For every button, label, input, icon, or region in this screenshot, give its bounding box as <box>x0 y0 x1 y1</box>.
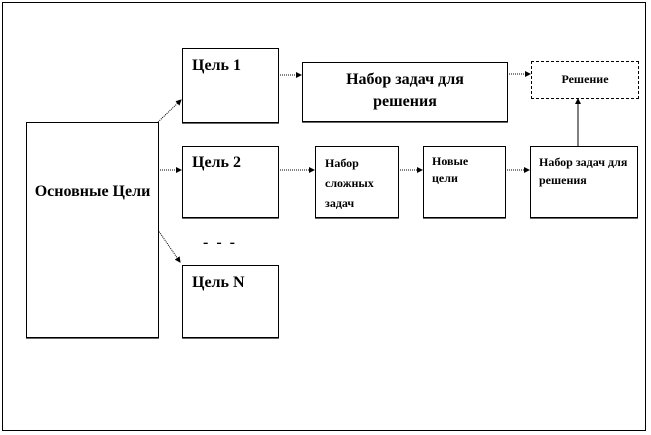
goal-n-label: Цель N <box>192 274 245 291</box>
tasks-label-row1: Набор задач для решения <box>346 71 464 110</box>
tasks-box-row1: Набор задач для решения <box>302 62 508 122</box>
main-goals-box: Основные Цели <box>26 122 159 338</box>
ellipsis: - - - <box>203 234 235 251</box>
new-goals-box: Новые цели <box>423 146 506 218</box>
diagram-frame <box>2 2 646 431</box>
goal-1-label: Цель 1 <box>192 57 241 74</box>
arrow-main-to-goal1 <box>157 99 182 123</box>
goal-1-box: Цель 1 <box>182 48 279 123</box>
goal-2-box: Цель 2 <box>182 146 279 218</box>
tasks-box-row2: Набор задач для решения <box>530 146 638 218</box>
solution-box: Решение <box>531 61 639 99</box>
arrow-main-to-goalN <box>157 229 181 263</box>
goal-2-label: Цель 2 <box>192 154 241 171</box>
complex-tasks-box: Набор сложных задач <box>315 146 399 218</box>
complex-tasks-label: Набор сложных задач <box>325 156 374 210</box>
goal-n-box: Цель N <box>182 265 279 338</box>
tasks-label-row2: Набор задач для решения <box>539 155 628 187</box>
solution-label: Решение <box>561 72 609 86</box>
new-goals-label: Новые цели <box>432 154 469 185</box>
main-goals-label: Основные Цели <box>34 183 151 200</box>
